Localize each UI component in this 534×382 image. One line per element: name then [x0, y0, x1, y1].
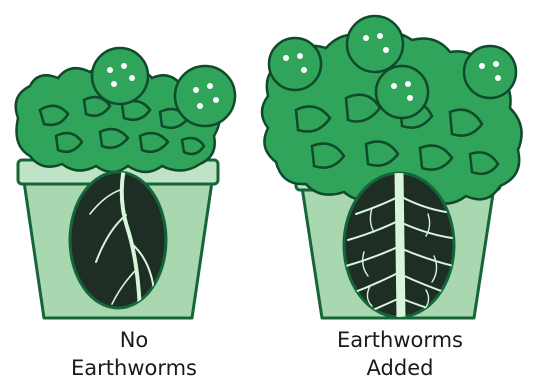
caption-no-earthworms: No Earthworms [34, 326, 234, 382]
caption-right-line1: Earthworms [300, 326, 500, 354]
caption-left-line1: No [34, 326, 234, 354]
plant-comparison-illustration [0, 0, 534, 320]
caption-earthworms-added: Earthworms Added [300, 326, 500, 382]
plant-no-earthworms [16, 48, 235, 318]
plant-earthworms-added [262, 16, 522, 318]
soil-root-zone-right [344, 172, 454, 318]
caption-left-line2: Earthworms [34, 354, 234, 382]
caption-right-line2: Added [300, 354, 500, 382]
soil-root-zone-left [70, 168, 166, 312]
